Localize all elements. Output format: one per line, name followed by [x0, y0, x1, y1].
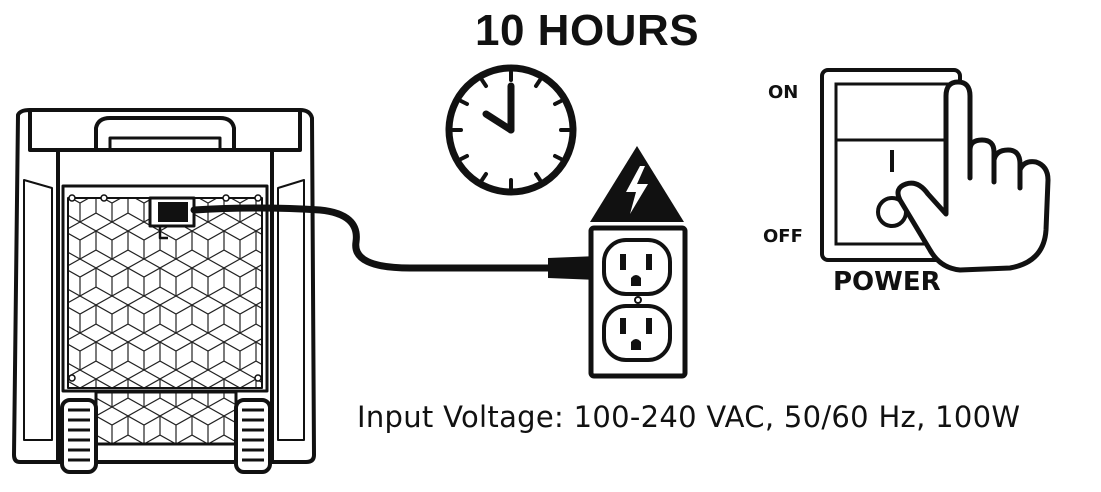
- clock-hour-hand: [482, 110, 515, 134]
- cube-grille: [67, 197, 263, 389]
- outlet-socket-top: [602, 238, 672, 296]
- outlet-socket-bottom: [602, 304, 672, 362]
- switch-on-label: ON: [768, 82, 799, 103]
- right-wheel: [234, 398, 272, 474]
- left-wheel: [60, 398, 98, 474]
- input-voltage-text: Input Voltage: 100-240 VAC, 50/60 Hz, 10…: [357, 400, 1021, 434]
- clock-icon: [445, 64, 577, 196]
- high-voltage-warning-icon: [590, 146, 684, 222]
- duration-label: 10 HOURS: [475, 6, 700, 55]
- switch-off-label: OFF: [763, 226, 803, 247]
- power-label: POWER: [833, 267, 941, 297]
- power-outlet: [588, 225, 688, 379]
- panel-screws: [68, 194, 262, 382]
- dehumidifier-unit: [12, 108, 316, 474]
- pointing-hand-icon: [895, 79, 1051, 273]
